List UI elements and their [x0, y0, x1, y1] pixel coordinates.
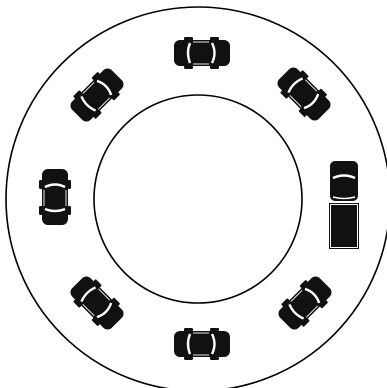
- car-icon: [66, 64, 128, 126]
- car-icon: [274, 272, 336, 334]
- truck-icon: [329, 161, 359, 249]
- car-icon: [273, 63, 335, 125]
- center-island: [94, 95, 302, 303]
- car-icon: [66, 272, 128, 334]
- car-icon: [174, 37, 230, 69]
- car-icon: [39, 169, 71, 225]
- vehicles-group: [39, 37, 359, 360]
- car-icon: [174, 328, 230, 360]
